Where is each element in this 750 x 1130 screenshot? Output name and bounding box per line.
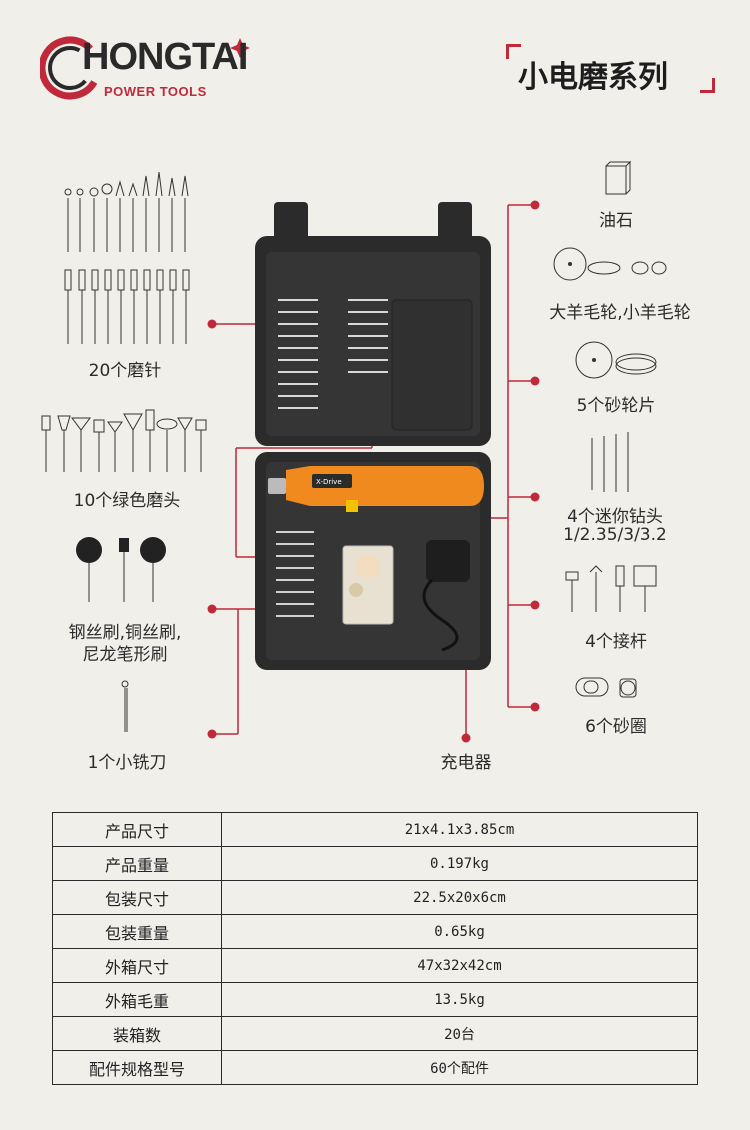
- spec-value: 21x4.1x3.85cm: [221, 812, 698, 847]
- brand-name: HONGTAI: [82, 36, 248, 78]
- label-mini-drill-bits-line1: 4个迷你钻头: [567, 507, 663, 527]
- spec-key: 外箱毛重: [52, 982, 222, 1017]
- wool-wheels-drawing: [553, 247, 667, 281]
- lid-burrs: [278, 299, 388, 409]
- rotary-tool: X-Drive: [268, 466, 484, 512]
- mini-drill-bits-drawing: [591, 432, 629, 492]
- title-bracket-left: [506, 44, 521, 59]
- charger-adapter: [426, 540, 470, 582]
- tray-accessories: [276, 531, 314, 617]
- label-mini-drill-bits-line2: 1/2.35/3/3.2: [563, 525, 667, 545]
- label-wire-brushes-line2: 尼龙笔形刷: [82, 645, 168, 665]
- spec-value: 60个配件: [221, 1050, 698, 1085]
- label-cutting-discs: 5个砂轮片: [576, 396, 656, 416]
- label-charger: 充电器: [440, 753, 492, 773]
- spec-value: 22.5x20x6cm: [221, 880, 698, 915]
- spec-value: 0.197kg: [221, 846, 698, 881]
- grinding-needles-drawing: [64, 171, 190, 344]
- label-milling-cutter: 1个小铣刀: [87, 753, 167, 773]
- small-parts-box: [342, 545, 394, 625]
- product-diagram: X-Drive: [41, 160, 667, 743]
- spec-value: 0.65kg: [221, 914, 698, 949]
- spec-key: 外箱尺寸: [52, 948, 222, 983]
- milling-cutter-drawing: [121, 680, 129, 732]
- sanding-bands-drawing: [575, 677, 637, 698]
- label-grinding-needles: 20个磨针: [88, 361, 162, 381]
- green-grinding-heads-drawing: [41, 409, 207, 472]
- spec-key: 包装尺寸: [52, 880, 222, 915]
- spec-value: 47x32x42cm: [221, 948, 698, 983]
- label-sanding-bands: 6个砂圈: [585, 717, 647, 737]
- mandrels-drawing: [565, 565, 657, 612]
- spec-value: 20台: [221, 1016, 698, 1051]
- title-bracket-right: [700, 78, 715, 93]
- brand-tagline: POWER TOOLS: [104, 84, 207, 99]
- spec-key: 配件规格型号: [52, 1050, 222, 1085]
- label-green-grinding-heads: 10个绿色磨头: [73, 491, 181, 511]
- label-wire-brushes-line1: 钢丝刷,铜丝刷,: [68, 623, 182, 643]
- spec-value: 13.5kg: [221, 982, 698, 1017]
- brand-logo: [40, 36, 250, 100]
- spec-key: 包装重量: [52, 914, 222, 949]
- svg-text:X-Drive: X-Drive: [316, 478, 342, 486]
- cutting-discs-drawing: [575, 341, 657, 379]
- spec-key: 装箱数: [52, 1016, 222, 1051]
- wire-brushes-drawing: [76, 537, 166, 602]
- oil-stone-drawing: [605, 160, 632, 195]
- label-oil-stone: 油石: [599, 211, 633, 231]
- spec-key: 产品重量: [52, 846, 222, 881]
- series-title: 小电磨系列: [518, 60, 668, 95]
- label-mandrels: 4个接杆: [585, 632, 647, 652]
- label-wool-wheels: 大羊毛轮,小羊毛轮: [549, 303, 691, 323]
- spec-key: 产品尺寸: [52, 812, 222, 847]
